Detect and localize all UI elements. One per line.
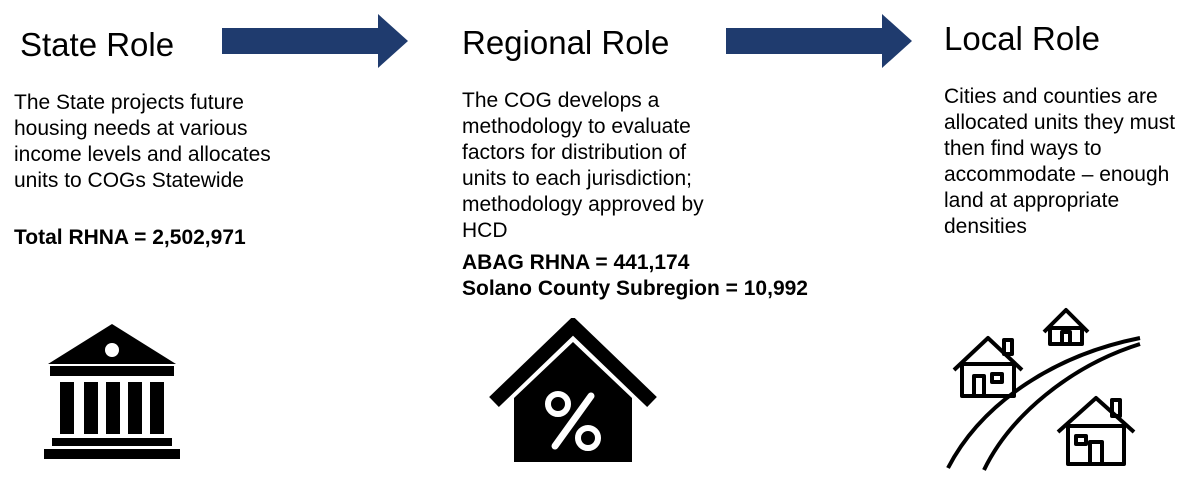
local-role-heading: Local Role — [944, 20, 1100, 57]
regional-role-description: The COG develops a methodology to evalua… — [462, 89, 704, 242]
state-role-heading: State Role — [20, 26, 175, 63]
government-building-icon — [44, 324, 180, 459]
regional-role-heading: Regional Role — [462, 24, 670, 61]
solano-county-subregion: Solano County Subregion = 10,992 — [462, 277, 808, 300]
abag-rhna: ABAG RHNA = 441,174 — [462, 251, 690, 274]
local-role-description: Cities and counties are allocated units … — [944, 85, 1176, 238]
state-role-description: The State projects future housing needs … — [14, 91, 271, 192]
house-percent-icon — [489, 318, 657, 462]
houses-along-road-icon — [946, 308, 1141, 471]
state-total-rhna: Total RHNA = 2,502,971 — [14, 226, 246, 249]
flow-arrow-state-to-regional — [222, 14, 408, 68]
flow-arrow-regional-to-local — [726, 14, 912, 68]
